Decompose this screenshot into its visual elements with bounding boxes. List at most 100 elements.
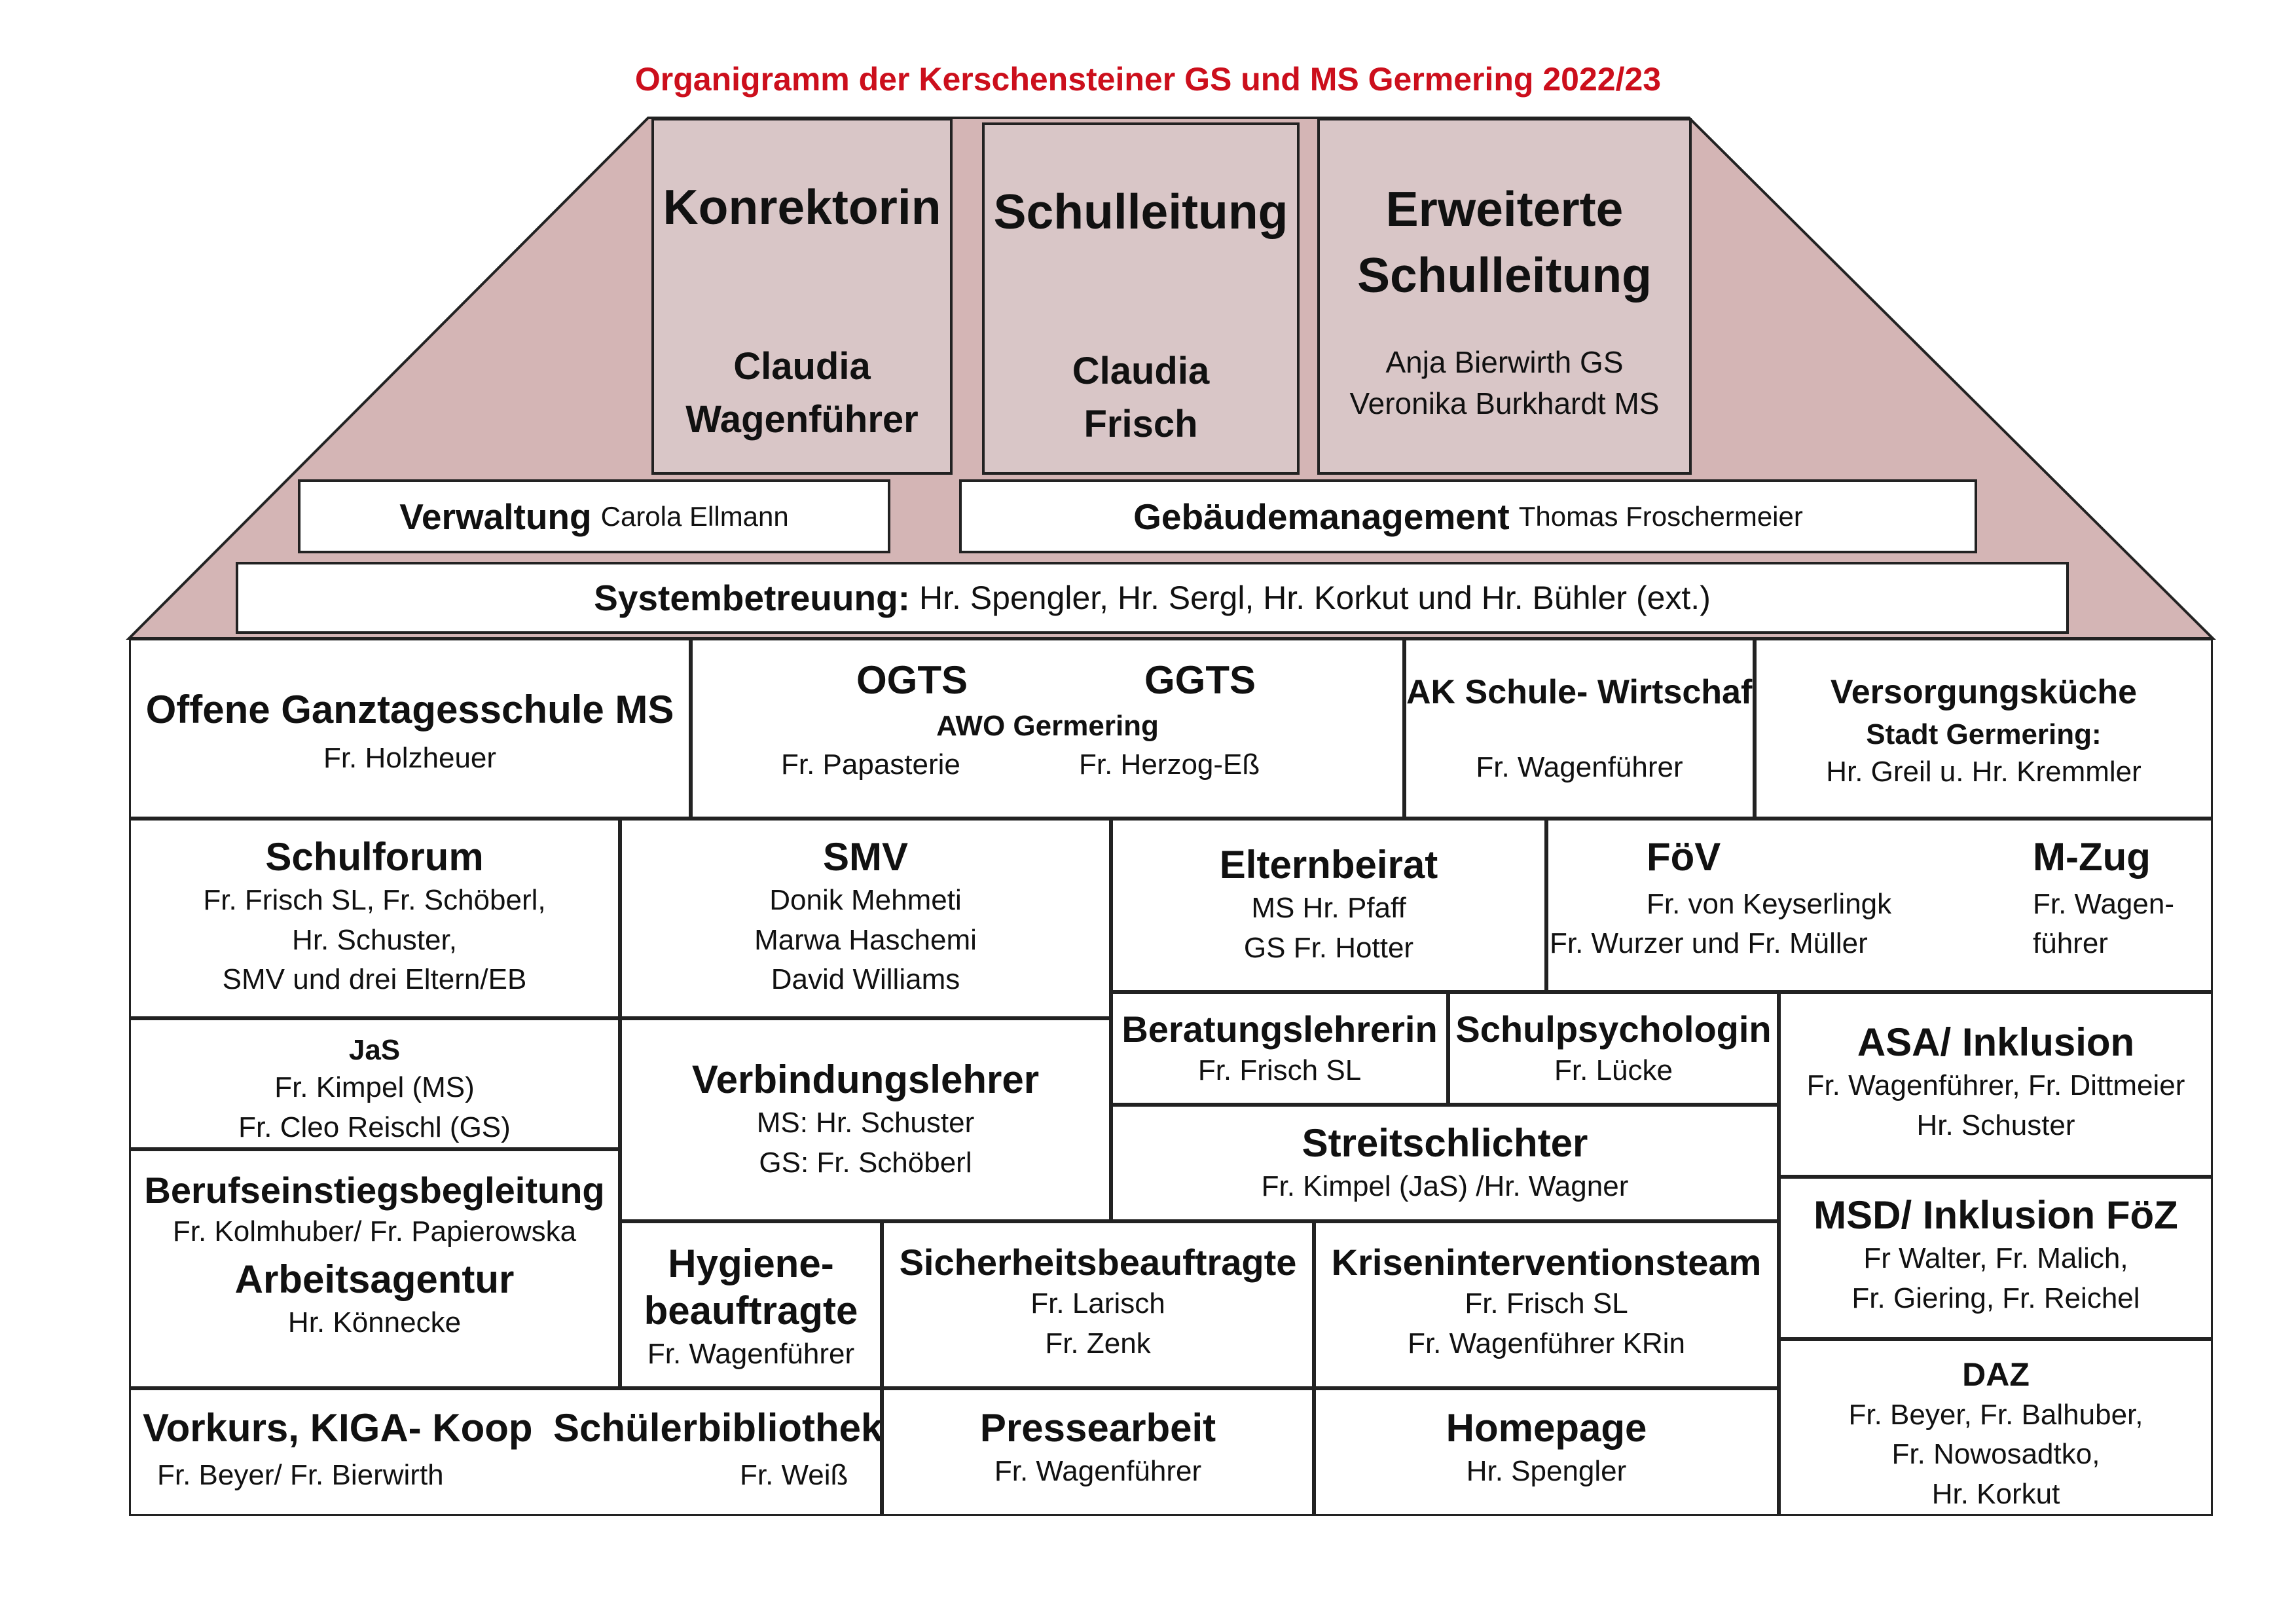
hygienebeauftragte-cell: Hygiene- beauftragte Fr. Wagenführer bbox=[620, 1221, 882, 1388]
schulpsychologin-title: Schulpsychologin bbox=[1455, 1008, 1772, 1050]
sicherheitsbeauftragte-person-2: Fr. Zenk bbox=[1045, 1327, 1151, 1359]
daz-title: DAZ bbox=[1962, 1356, 2030, 1393]
schulforum-title: Schulforum bbox=[265, 835, 484, 879]
schulforum-cell: Schulforum Fr. Frisch SL, Fr. Schöberl, … bbox=[129, 819, 620, 1018]
versorgungskueche-persons: Hr. Greil u. Hr. Kremmler bbox=[1826, 756, 2141, 788]
elternbeirat-ms: MS Hr. Pfaff bbox=[1251, 892, 1406, 924]
gebaeudemanagement-name: Thomas Froschermeier bbox=[1518, 500, 1803, 532]
smv-member-3: David Williams bbox=[771, 963, 960, 996]
berufseinstiegsbegleitung-cell: Berufseinstiegsbegleitung Fr. Kolmhuber/… bbox=[129, 1149, 620, 1388]
systembetreuung-names: Hr. Spengler, Hr. Sergl, Hr. Korkut und … bbox=[919, 580, 1711, 616]
verwaltung-name: Carola Ellmann bbox=[600, 500, 789, 532]
asa-inklusion-persons: Fr. Wagenführer, Fr. Dittmeier bbox=[1806, 1069, 2185, 1101]
jas-title: JaS bbox=[348, 1034, 401, 1066]
streitschlichter-persons: Fr. Kimpel (JaS) /Hr. Wagner bbox=[1261, 1170, 1629, 1202]
asa-inklusion-title: ASA/ Inklusion bbox=[1857, 1020, 2135, 1064]
mzug-person-2: führer bbox=[2033, 927, 2108, 959]
schulforum-line-3: SMV und drei Eltern/EB bbox=[222, 963, 527, 996]
konrektorin-title: Konrektorin bbox=[663, 179, 941, 234]
vorkurs-persons: Fr. Beyer/ Fr. Bierwirth bbox=[157, 1459, 444, 1491]
msd-inklusion-cell: MSD/ Inklusion FöZ Fr Walter, Fr. Malich… bbox=[1779, 1177, 2213, 1339]
konrektorin-name-last: Wagenführer bbox=[685, 398, 919, 441]
konrektorin-box: Konrektorin Claudia Wagenführer bbox=[651, 118, 953, 475]
ggts-title: GGTS bbox=[1144, 658, 1256, 702]
sicherheitsbeauftragte-person-1: Fr. Larisch bbox=[1030, 1287, 1165, 1320]
jas-person-ms: Fr. Kimpel (MS) bbox=[274, 1071, 475, 1103]
schulleitung-title: Schulleitung bbox=[993, 184, 1288, 239]
msd-inklusion-persons-1: Fr Walter, Fr. Malich, bbox=[1863, 1242, 2128, 1274]
ganztagesschule-ms-title: Offene Ganztagesschule MS bbox=[145, 688, 674, 731]
ak-schule-wirtschaft-person: Fr. Wagenführer bbox=[1476, 751, 1683, 784]
schulpsychologin-cell: Schulpsychologin Fr. Lücke bbox=[1448, 992, 1779, 1105]
systembetreuung-title: Systembetreuung: bbox=[594, 578, 911, 618]
gebaeudemanagement-title: Gebäudemanagement bbox=[1133, 496, 1510, 537]
erweiterte-name-2: Veronika Burkhardt MS bbox=[1349, 386, 1660, 420]
smv-member-2: Marwa Haschemi bbox=[754, 923, 977, 956]
foev-person-2: Fr. Wurzer und Fr. Müller bbox=[1550, 927, 1868, 959]
asa-inklusion-person-2: Hr. Schuster bbox=[1916, 1109, 2075, 1141]
versorgungskueche-title: Versorgungsküche bbox=[1830, 673, 2138, 711]
ggts-person: Fr. Herzog-Eß bbox=[1079, 748, 1260, 781]
kriseninterventionsteam-person-2: Fr. Wagenführer KRin bbox=[1408, 1327, 1685, 1359]
kriseninterventionsteam-person-1: Fr. Frisch SL bbox=[1465, 1287, 1628, 1320]
ak-schule-wirtschaft-cell: AK Schule- Wirtschaft Fr. Wagenführer bbox=[1404, 638, 1755, 819]
berufseinstiegsbegleitung-persons: Fr. Kolmhuber/ Fr. Papierowska bbox=[172, 1215, 577, 1248]
verbindungslehrer-cell: Verbindungslehrer MS: Hr. Schuster GS: F… bbox=[620, 1018, 1111, 1221]
asa-inklusion-cell: ASA/ Inklusion Fr. Wagenführer, Fr. Ditt… bbox=[1779, 992, 2213, 1177]
gebaeudemanagement-bar: Gebäudemanagement Thomas Froschermeier bbox=[959, 479, 1977, 553]
verbindungslehrer-gs: GS: Fr. Schöberl bbox=[759, 1146, 972, 1179]
foev-person-1: Fr. von Keyserlingk bbox=[1647, 888, 1892, 920]
smv-cell: SMV Donik Mehmeti Marwa Haschemi David W… bbox=[620, 819, 1111, 1018]
arbeitsagentur-title: Arbeitsagentur bbox=[234, 1257, 515, 1301]
vorkurs-bibliothek-cell: Vorkurs, KIGA- Koop Fr. Beyer/ Fr. Bierw… bbox=[129, 1388, 882, 1516]
chart-title: Organigramm der Kerschensteiner GS und M… bbox=[634, 61, 1662, 98]
erweiterte-name-1: Anja Bierwirth GS bbox=[1385, 344, 1624, 379]
hygienebeauftragte-title-1: Hygiene- bbox=[668, 1242, 834, 1285]
ogts-title: OGTS bbox=[856, 658, 968, 702]
sicherheitsbeauftragte-title: Sicherheitsbeauftragte bbox=[899, 1242, 1297, 1283]
schulforum-line-1: Fr. Frisch SL, Fr. Schöberl, bbox=[203, 884, 546, 916]
beratungslehrerin-title: Beratungslehrerin bbox=[1121, 1008, 1438, 1050]
konrektorin-name-first: Claudia bbox=[733, 345, 871, 388]
schulleitung-box: Schulleitung Claudia Frisch bbox=[982, 122, 1300, 475]
daz-persons-2: Fr. Nowosadtko, bbox=[1891, 1438, 2100, 1471]
vorkurs-title: Vorkurs, KIGA- Koop bbox=[143, 1406, 533, 1450]
daz-cell: DAZ Fr. Beyer, Fr. Balhuber, Fr. Nowosad… bbox=[1779, 1339, 2213, 1516]
schulforum-line-2: Hr. Schuster, bbox=[292, 923, 457, 956]
awo-germering-label: AWO Germering bbox=[936, 710, 1159, 742]
homepage-cell: Homepage Hr. Spengler bbox=[1314, 1388, 1779, 1516]
ogts-ggts-cell: OGTS GGTS AWO Germering Fr. Papasterie F… bbox=[691, 638, 1404, 819]
beratungslehrerin-cell: Beratungslehrerin Fr. Frisch SL bbox=[1111, 992, 1448, 1105]
verwaltung-title: Verwaltung bbox=[399, 496, 592, 537]
kriseninterventionsteam-cell: Kriseninterventionsteam Fr. Frisch SL Fr… bbox=[1314, 1221, 1779, 1388]
jas-person-gs: Fr. Cleo Reischl (GS) bbox=[238, 1111, 511, 1143]
verbindungslehrer-ms: MS: Hr. Schuster bbox=[756, 1107, 975, 1139]
versorgungskueche-cell: Versorgungsküche Stadt Germering: Hr. Gr… bbox=[1755, 638, 2213, 819]
hygienebeauftragte-person: Fr. Wagenführer bbox=[647, 1338, 855, 1370]
ganztagesschule-ms-cell: Offene Ganztagesschule MS Fr. Holzheuer bbox=[129, 638, 691, 819]
erweiterte-title-line2: Schulleitung bbox=[1357, 248, 1652, 303]
versorgungskueche-sub: Stadt Germering: bbox=[1866, 718, 2102, 751]
elternbeirat-title: Elternbeirat bbox=[1219, 843, 1438, 887]
pressearbeit-person: Fr. Wagenführer bbox=[994, 1455, 1202, 1487]
systembetreuung-bar: Systembetreuung: Hr. Spengler, Hr. Sergl… bbox=[236, 562, 2069, 634]
kriseninterventionsteam-title: Kriseninterventionsteam bbox=[1331, 1242, 1762, 1283]
daz-persons-1: Fr. Beyer, Fr. Balhuber, bbox=[1848, 1398, 2143, 1431]
homepage-person: Hr. Spengler bbox=[1466, 1455, 1627, 1487]
streitschlichter-cell: Streitschlichter Fr. Kimpel (JaS) /Hr. W… bbox=[1111, 1105, 1779, 1221]
pressearbeit-cell: Pressearbeit Fr. Wagenführer bbox=[882, 1388, 1314, 1516]
mzug-person-1: Fr. Wagen- bbox=[2033, 888, 2174, 920]
schulpsychologin-person: Fr. Lücke bbox=[1554, 1054, 1673, 1087]
erweiterte-schulleitung-box: Erweiterte Schulleitung Anja Bierwirth G… bbox=[1317, 118, 1692, 475]
schuelerbibliothek-title: Schülerbibliothek bbox=[553, 1406, 882, 1450]
ogts-person: Fr. Papasterie bbox=[781, 748, 960, 781]
homepage-title: Homepage bbox=[1446, 1406, 1647, 1450]
mzug-title: M-Zug bbox=[2033, 835, 2151, 879]
ak-schule-wirtschaft-title: AK Schule- Wirtschaft bbox=[1406, 673, 1755, 711]
ganztagesschule-ms-person: Fr. Holzheuer bbox=[323, 742, 497, 774]
msd-inklusion-title: MSD/ Inklusion FöZ bbox=[1813, 1193, 2178, 1237]
verbindungslehrer-title: Verbindungslehrer bbox=[691, 1058, 1040, 1101]
streitschlichter-title: Streitschlichter bbox=[1302, 1121, 1588, 1165]
msd-inklusion-persons-2: Fr. Giering, Fr. Reichel bbox=[1851, 1282, 2140, 1314]
schulleitung-name-first: Claudia bbox=[1072, 350, 1210, 393]
